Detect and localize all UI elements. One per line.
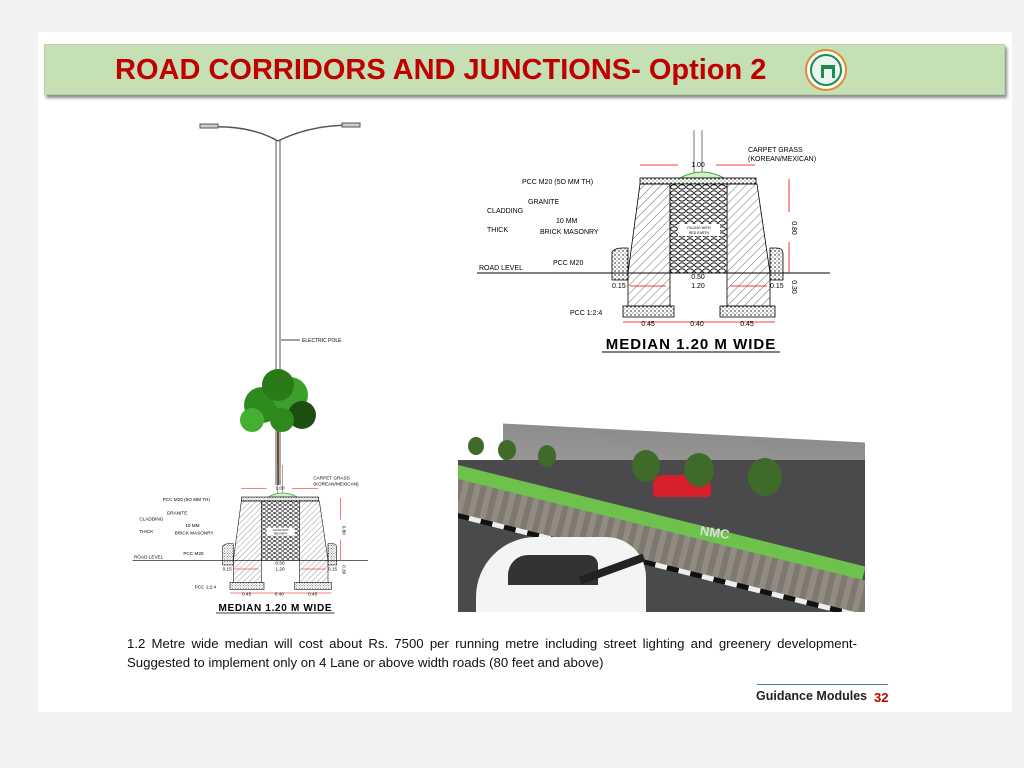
- granite-label: GRANITE: [528, 199, 559, 206]
- filling-label-2: RED EARTH: [274, 532, 288, 535]
- cladding-label: CLADDING: [139, 516, 163, 521]
- dim-040: 0.40: [275, 592, 284, 597]
- pcc-top-label: PCC M20 (5O MM TH): [522, 179, 593, 186]
- dim-040: 0.40: [690, 321, 704, 328]
- street-light-pole-drawing: ELECTRIC POLE: [199, 122, 361, 485]
- dim-top: 1.00: [275, 486, 284, 491]
- footer-label: Guidance Modules: [756, 689, 868, 703]
- pcc-base-label: PCC 1:2:4: [570, 310, 602, 317]
- telangana-seal-logo: [805, 49, 847, 91]
- road-level-label: ROAD LEVEL: [134, 554, 164, 559]
- carpet-grass-type-label: (KOREAN/MEXICAN): [748, 156, 816, 163]
- cladding-label: CLADDING: [487, 208, 523, 215]
- dim-015-left: 0.15: [223, 566, 232, 571]
- median-caption: MEDIAN 1.20 M WIDE: [606, 336, 777, 353]
- title-bar: ROAD CORRIDORS AND JUNCTIONS- Option 2: [44, 44, 1005, 95]
- pcc-top-label: PCC M20 (5O MM TH): [163, 497, 211, 502]
- page-title: ROAD CORRIDORS AND JUNCTIONS- Option 2: [115, 54, 767, 86]
- dim-050: 0.50: [275, 560, 284, 565]
- page-number: 32: [874, 690, 889, 705]
- dim-top: 1.00: [691, 162, 705, 169]
- pcc-m20-label: PCC M20: [183, 551, 204, 556]
- mm10-label: 10 MM: [185, 523, 199, 528]
- pcc-m20-label: PCC M20: [553, 260, 583, 267]
- dim-045-right: 0.45: [308, 592, 317, 597]
- pcc-base-label: PCC 1:2:4: [195, 584, 217, 589]
- granite-label: GRANITE: [167, 510, 188, 515]
- dim-045-left: 0.45: [242, 592, 251, 597]
- dim-045-right: 0.45: [740, 321, 754, 328]
- dim-height: 0.80: [790, 221, 797, 235]
- filling-label-1: FILLING WITH: [687, 226, 711, 230]
- dim-015-right: 0.15: [770, 283, 784, 290]
- filling-label-1: FILLING WITH: [273, 530, 289, 532]
- median-cross-section-drawing: FILLING WITH RED EARTH 1.00 CARPET GRASS…: [132, 465, 368, 614]
- carpet-grass-type-label: (KOREAN/MEXICAN): [313, 482, 359, 487]
- dim-015-left: 0.15: [612, 283, 626, 290]
- dim-030: 0.30: [342, 565, 347, 574]
- carpet-grass-label: CARPET GRASS: [748, 147, 803, 154]
- thick-label: THICK: [139, 529, 154, 534]
- dim-030: 0.30: [790, 280, 797, 294]
- dim-120: 1.20: [691, 283, 705, 290]
- tree: [240, 369, 316, 485]
- mm10-label: 10 MM: [556, 218, 578, 225]
- description-text: 1.2 Metre wide median will cost about Rs…: [127, 636, 857, 670]
- filling-label-2: RED EARTH: [689, 231, 710, 235]
- median-cross-section-drawing: FILLING WITH RED EARTH 1.00 CARPET GRASS…: [477, 130, 830, 353]
- dim-120: 1.20: [275, 566, 284, 571]
- dim-050: 0.50: [691, 274, 705, 281]
- brick-masonry-label: BRICK MASONRY: [175, 530, 214, 535]
- carpet-grass-label: CARPET GRASS: [313, 476, 349, 481]
- electric-pole-label: ELECTRIC POLE: [302, 338, 342, 344]
- dim-height: 0.80: [342, 526, 347, 535]
- thick-label: THICK: [487, 227, 508, 234]
- median-3d-render-photo: NMC: [458, 365, 865, 612]
- street-light-pole: [199, 122, 361, 485]
- footer-divider: [757, 684, 888, 685]
- dim-045-left: 0.45: [641, 321, 655, 328]
- road-level-label: ROAD LEVEL: [479, 265, 523, 272]
- brick-masonry-label: BRICK MASONRY: [540, 229, 599, 236]
- median-caption: MEDIAN 1.20 M WIDE: [218, 603, 332, 614]
- dim-015-right: 0.15: [328, 566, 337, 571]
